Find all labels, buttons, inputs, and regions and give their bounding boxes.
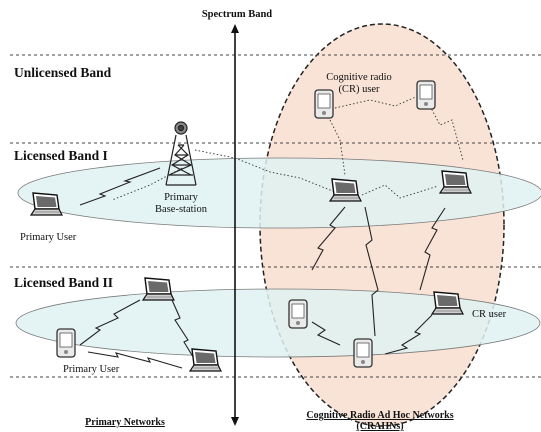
- cr-user-label-line1: Cognitive radio: [326, 72, 392, 83]
- handheld-device-icon: [353, 338, 373, 368]
- licensed-band-1-ellipse: [17, 157, 541, 229]
- antenna-tower-icon: [165, 121, 197, 186]
- spectrum-axis: [231, 24, 239, 426]
- primary-user-label: Primary User: [20, 232, 77, 243]
- primary-user-label: Primary User: [63, 364, 120, 375]
- primary-networks-caption: Primary Networks: [85, 417, 165, 428]
- spectrum-band-label: Spectrum Band: [202, 9, 272, 20]
- licensed-band-1-label: Licensed Band I: [14, 148, 108, 163]
- handheld-device-icon: [56, 328, 76, 358]
- base-station-label-line2: Base-station: [155, 204, 208, 215]
- band-separators: [10, 54, 541, 378]
- laptop-icon: [189, 348, 222, 372]
- lightning-link-icon: [79, 167, 446, 369]
- unlicensed-band-label: Unlicensed Band: [14, 65, 112, 80]
- laptop-icon: [329, 178, 362, 202]
- licensed-band-2-label: Licensed Band II: [14, 275, 113, 290]
- laptop-icon: [431, 291, 464, 315]
- crahn-caption-line2: (CRAHNs): [356, 421, 403, 432]
- handheld-device-icon: [314, 89, 334, 119]
- laptop-icon: [30, 192, 63, 216]
- handheld-device-icon: [288, 299, 308, 329]
- cr-user-right-label: CR user: [472, 309, 507, 320]
- handheld-device-icon: [416, 80, 436, 110]
- licensed-band-2-ellipse: [15, 288, 541, 358]
- cr-user-label-line2: (CR) user: [338, 84, 380, 95]
- laptop-icon: [142, 277, 175, 301]
- crahn-caption-line1: Cognitive Radio Ad Hoc Networks: [306, 410, 453, 421]
- base-station-label-line1: Primary: [164, 192, 199, 203]
- laptop-icon: [439, 170, 472, 194]
